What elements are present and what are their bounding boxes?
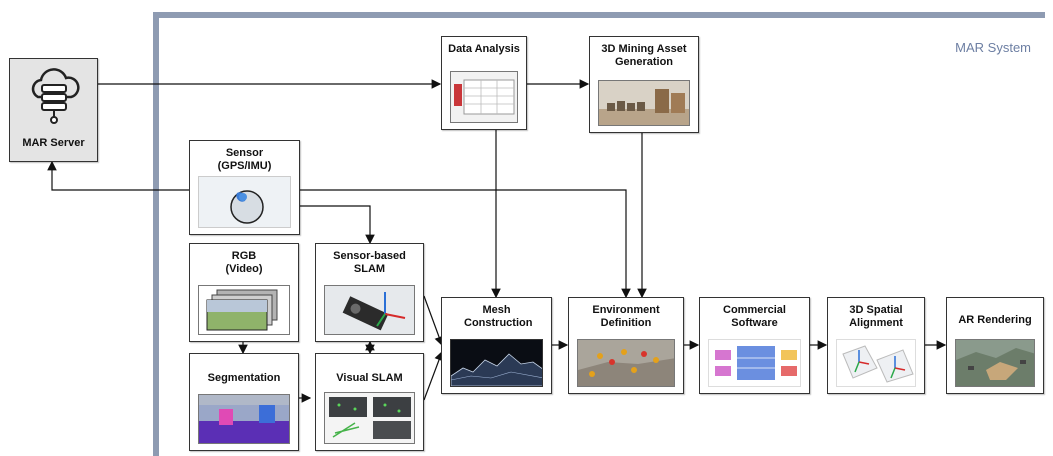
- ar-rendering-thumbnail: [955, 339, 1035, 387]
- system-label: MAR System: [955, 40, 1031, 55]
- commercial-software-label: Commercial Software: [723, 304, 786, 329]
- environment-definition-thumbnail: [577, 339, 675, 387]
- sensor-slam-label: Sensor-based SLAM: [333, 250, 406, 275]
- visual-slam-box: Visual SLAM: [315, 353, 424, 451]
- asset-generation-label: 3D Mining Asset Generation: [601, 43, 687, 68]
- segmentation-label: Segmentation: [207, 372, 281, 384]
- arrow-sensor-to-environment: [300, 189, 631, 299]
- spatial-alignment-label: 3D Spatial Alignment: [849, 304, 903, 329]
- arrow-visual-slam-to-mesh: [423, 350, 444, 401]
- sensor-box: Sensor (GPS/IMU): [189, 140, 300, 235]
- commercial-software-box: Commercial Software: [699, 297, 810, 394]
- rgb-thumbnail: [198, 285, 290, 335]
- environment-definition-box: Environment Definition: [568, 297, 684, 394]
- arrow-sensor-to-sensor-slam: [300, 205, 375, 245]
- sensor-slam-box: Sensor-based SLAM: [315, 243, 424, 342]
- asset-generation-thumbnail: [598, 80, 690, 126]
- rgb-box: RGB (Video): [189, 243, 299, 342]
- mesh-construction-thumbnail: [450, 339, 543, 387]
- rgb-label: RGB (Video): [225, 250, 263, 275]
- mar-server-label: MAR Server: [22, 137, 85, 149]
- arrow-sensor-to-server: [47, 160, 189, 191]
- visual-slam-label: Visual SLAM: [336, 372, 403, 384]
- mesh-construction-label: Mesh Construction: [464, 304, 533, 329]
- visual-slam-thumbnail: [324, 392, 415, 444]
- data-analysis-thumbnail: [450, 71, 518, 123]
- segmentation-box: Segmentation: [189, 353, 299, 451]
- arrow-sensor-slam-to-mesh: [423, 295, 444, 347]
- sensor-slam-thumbnail: [324, 285, 415, 335]
- sensor-thumbnail: [198, 176, 291, 228]
- sensor-label: Sensor (GPS/IMU): [217, 147, 272, 172]
- mar-system-boundary: MAR System: [153, 12, 1045, 456]
- ar-rendering-box: AR Rendering: [946, 297, 1044, 394]
- cloud-server-icon: [31, 68, 80, 124]
- mesh-construction-box: Mesh Construction: [441, 297, 552, 394]
- asset-generation-box: 3D Mining Asset Generation: [589, 36, 699, 133]
- spatial-alignment-thumbnail: [836, 339, 916, 387]
- segmentation-thumbnail: [198, 394, 290, 444]
- commercial-software-thumbnail: [708, 339, 801, 387]
- data-analysis-label: Data Analysis: [448, 43, 520, 55]
- environment-definition-label: Environment Definition: [592, 304, 660, 329]
- data-analysis-box: Data Analysis: [441, 36, 527, 130]
- spatial-alignment-box: 3D Spatial Alignment: [827, 297, 925, 394]
- ar-rendering-label: AR Rendering: [958, 314, 1032, 326]
- mar-server-box: MAR Server: [9, 58, 98, 162]
